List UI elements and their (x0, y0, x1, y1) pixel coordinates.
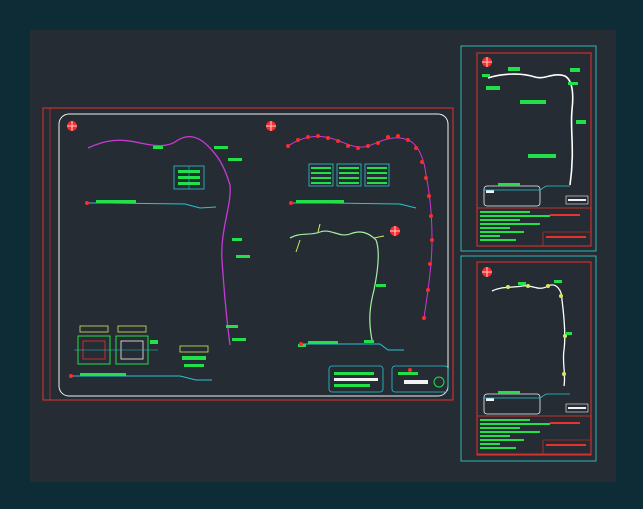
route-sheet-lower[interactable] (460, 255, 597, 462)
route-sheet-upper[interactable] (460, 45, 597, 252)
quantity-tables (308, 163, 390, 187)
structure-details (74, 325, 209, 367)
upper-route-labels (482, 67, 586, 158)
profile-left (85, 200, 217, 209)
profile-bottom (69, 373, 212, 381)
lower-title-block (476, 415, 592, 455)
route-annotations (153, 146, 250, 341)
north-arrow-icon (390, 226, 400, 236)
upper-profile (483, 183, 589, 207)
lower-profile (483, 391, 589, 415)
upper-route-polyline[interactable] (487, 73, 574, 186)
north-arrow-icon (482, 57, 492, 67)
route-polyline-light-green[interactable] (289, 230, 379, 341)
lower-route-polyline[interactable] (491, 284, 566, 387)
upper-sheet-cyan-frame (460, 45, 597, 252)
main-sheet-inner-frame (58, 113, 449, 397)
legend-table-small (173, 165, 205, 190)
lower-sheet-red-frame (476, 261, 592, 456)
plan-and-profile-sheet[interactable] (42, 107, 454, 401)
route-polyline-magenta[interactable] (87, 135, 231, 346)
lower-route-labels (518, 280, 572, 335)
main-sheet-outer-frame (42, 107, 454, 401)
profile-right (299, 341, 404, 351)
north-arrow-icon (67, 121, 77, 131)
title-block-icon (328, 365, 449, 393)
north-arrow-icon (482, 267, 492, 277)
upper-title-block (476, 207, 592, 247)
route-station-markers (286, 134, 434, 320)
lower-sheet-cyan-frame (460, 255, 597, 462)
branch-stubs (295, 223, 385, 253)
profile-middle (289, 200, 417, 209)
north-arrow-icon (266, 121, 276, 131)
